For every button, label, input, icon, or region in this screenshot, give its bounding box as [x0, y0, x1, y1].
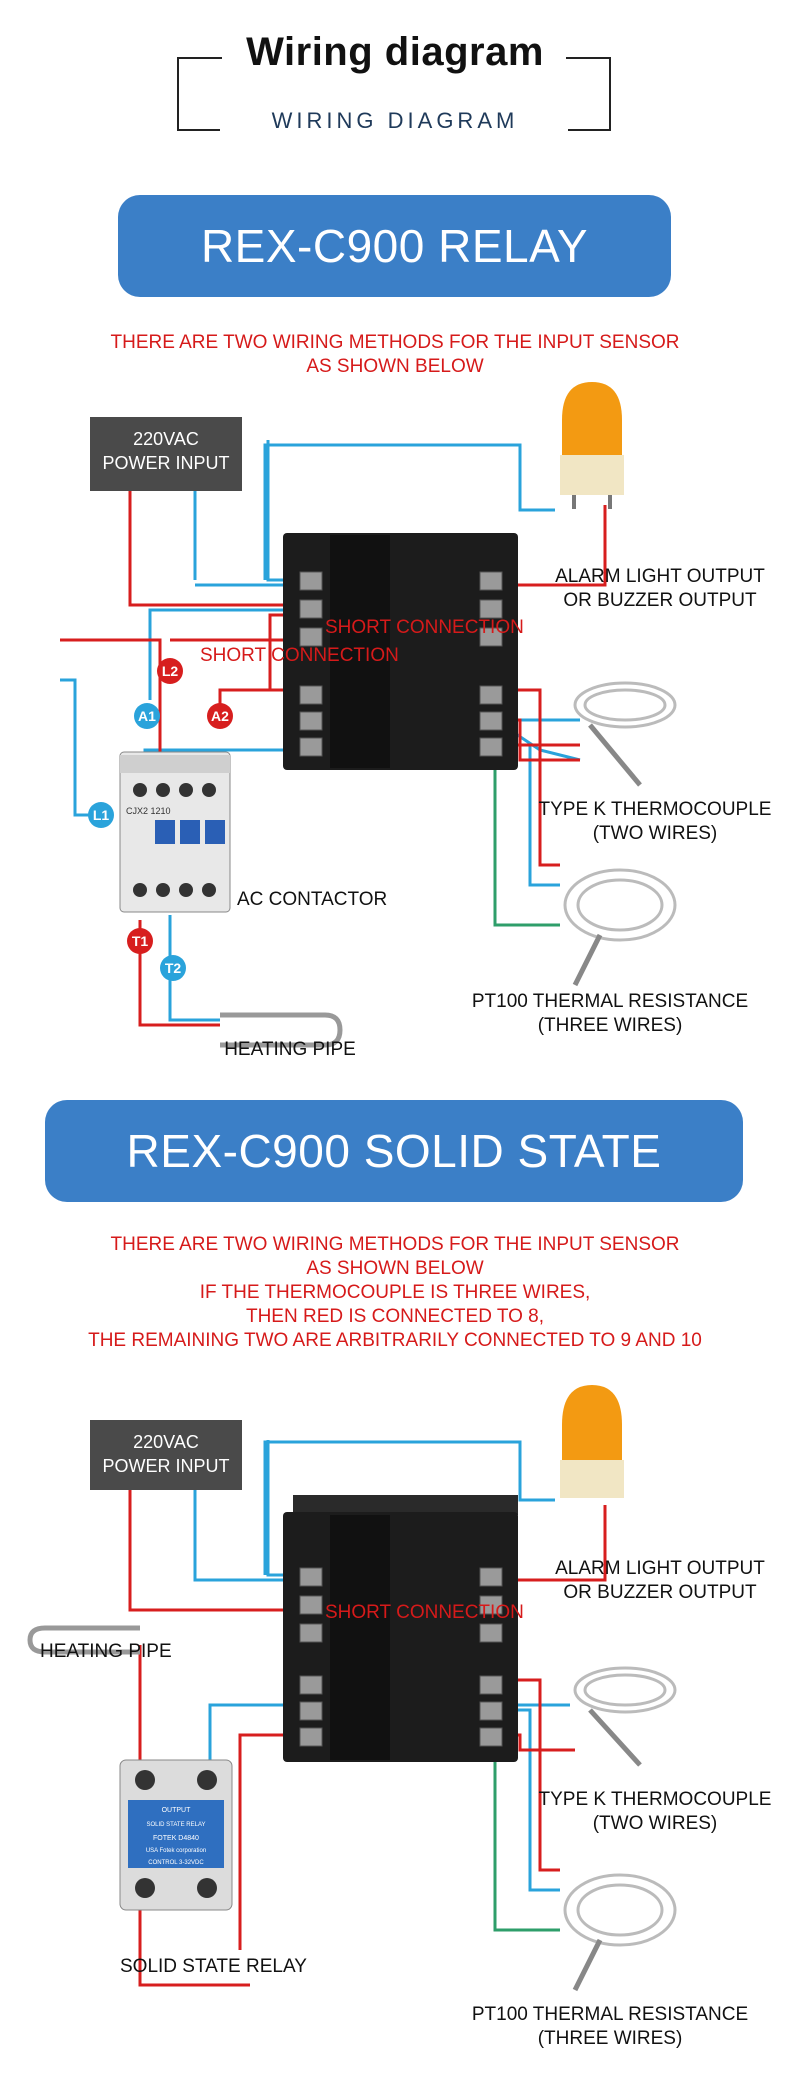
- thermocouple-label-1: TYPE K THERMOCOUPLE (TWO WIRES): [530, 798, 780, 846]
- solid-state-relay: OUTPUT SOLID STATE RELAY FOTEK D4840 USA…: [119, 1759, 233, 1911]
- pt100-label-2-line2: (THREE WIRES): [537, 2028, 683, 2049]
- alarm-light-2: [560, 1385, 624, 1498]
- controller-1: [283, 533, 518, 770]
- section1-note-line1: THERE ARE TWO WIRING METHODS FOR THE INP…: [110, 332, 680, 353]
- thermocouple-label-2-line2: (TWO WIRES): [592, 1813, 718, 1834]
- short-connection-label-1b: SHORT CONNECTION: [200, 645, 399, 666]
- alarm-light-1: [560, 382, 624, 509]
- alarm-label-2-line2: OR BUZZER OUTPUT: [563, 1582, 757, 1603]
- short-connection-label-1a: SHORT CONNECTION: [325, 617, 524, 638]
- alarm-label-1-line2: OR BUZZER OUTPUT: [563, 590, 757, 611]
- page-subtitle: WIRING DIAGRAM: [271, 108, 519, 133]
- ac-contactor-label: AC CONTACTOR: [237, 889, 388, 910]
- thermocouple-2: [573, 1666, 677, 1767]
- tag-l2: L2: [157, 658, 183, 684]
- section2-note-line4: THEN RED IS CONNECTED TO 8,: [245, 1306, 545, 1327]
- tag-a2: A2: [207, 703, 233, 729]
- heating-pipe-2: [27, 1625, 140, 1655]
- alarm-label-2-line1: ALARM LIGHT OUTPUT: [555, 1558, 765, 1579]
- thermocouple-label-2-line1: TYPE K THERMOCOUPLE: [538, 1789, 772, 1810]
- page-title: Wiring diagram: [246, 30, 544, 74]
- thermocouple-label-1-line2: (TWO WIRES): [592, 823, 718, 844]
- ssr-output-text: OUTPUT: [162, 1807, 192, 1814]
- contactor-model-text: CJX2 1210: [126, 806, 171, 816]
- section2-banner: REX-C900 SOLID STATE OUTPUT: [45, 1100, 743, 1279]
- thermocouple-1: [573, 681, 677, 787]
- alarm-label-2: ALARM LIGHT OUTPUT OR BUZZER OUTPUT: [540, 1557, 780, 1605]
- controller-2: [283, 1495, 518, 1762]
- ssr-control-text: CONTROL 3-32VDC: [148, 1860, 204, 1866]
- pt100-label-1: PT100 THERMAL RESISTANCE (THREE WIRES): [460, 990, 760, 1038]
- heating-pipe-label-1: HEATING PIPE: [224, 1039, 356, 1060]
- pt100-2: [563, 1873, 677, 1992]
- tag-l1: L1: [88, 802, 114, 828]
- pt100-label-2: PT100 THERMAL RESISTANCE (THREE WIRES): [460, 2003, 760, 2051]
- section2-note-line5: THE REMAINING TWO ARE ARBITRARILY CONNEC…: [88, 1330, 702, 1351]
- power-input-2-line2: POWER INPUT: [102, 1456, 230, 1476]
- short-connection-label-2: SHORT CONNECTION: [325, 1602, 524, 1623]
- power-input-box-1: 220VAC POWER INPUT: [90, 417, 242, 491]
- ssr-model-text: FOTEK D4840: [153, 1835, 199, 1842]
- alarm-label-1: ALARM LIGHT OUTPUT OR BUZZER OUTPUT: [540, 565, 780, 613]
- tag-a1: A1: [134, 703, 160, 729]
- tag-t1: T1: [127, 928, 153, 954]
- alarm-label-1-line1: ALARM LIGHT OUTPUT: [555, 566, 765, 587]
- ssr-title-text: SOLID STATE RELAY: [146, 1822, 205, 1828]
- power-input-2-line1: 220VAC: [133, 1432, 199, 1452]
- pt100-label-2-line1: PT100 THERMAL RESISTANCE: [471, 2004, 749, 2025]
- heating-pipe-label-2: HEATING PIPE: [40, 1641, 172, 1662]
- section1-banner: REX-C900 RELAY OUTPUT: [118, 195, 671, 374]
- ssr-label: SOLID STATE RELAY: [120, 1956, 307, 1977]
- tag-t2: T2: [160, 955, 186, 981]
- section1-note-line2: AS SHOWN BELOW: [306, 356, 484, 377]
- thermocouple-label-2: TYPE K THERMOCOUPLE (TWO WIRES): [530, 1788, 780, 1836]
- power-input-1-line1: 220VAC: [133, 429, 199, 449]
- pt100-label-1-line1: PT100 THERMAL RESISTANCE: [471, 991, 749, 1012]
- heating-pipe-1: [220, 1012, 343, 1048]
- pt100-1: [563, 868, 677, 987]
- ssr-brand-text: USA Fotek corporation: [146, 1848, 206, 1854]
- section2-note-line3: IF THE THERMOCOUPLE IS THREE WIRES,: [199, 1282, 591, 1303]
- section2-note-line2: AS SHOWN BELOW: [306, 1258, 484, 1279]
- ac-contactor: [119, 751, 231, 913]
- pt100-label-1-line2: (THREE WIRES): [537, 1015, 683, 1036]
- section2-note-line1: THERE ARE TWO WIRING METHODS FOR THE INP…: [110, 1234, 680, 1255]
- title-frame: [177, 57, 611, 131]
- power-input-1-line2: POWER INPUT: [102, 453, 230, 473]
- power-input-box-2: 220VAC POWER INPUT: [90, 1420, 242, 1490]
- thermocouple-label-1-line1: TYPE K THERMOCOUPLE: [538, 799, 772, 820]
